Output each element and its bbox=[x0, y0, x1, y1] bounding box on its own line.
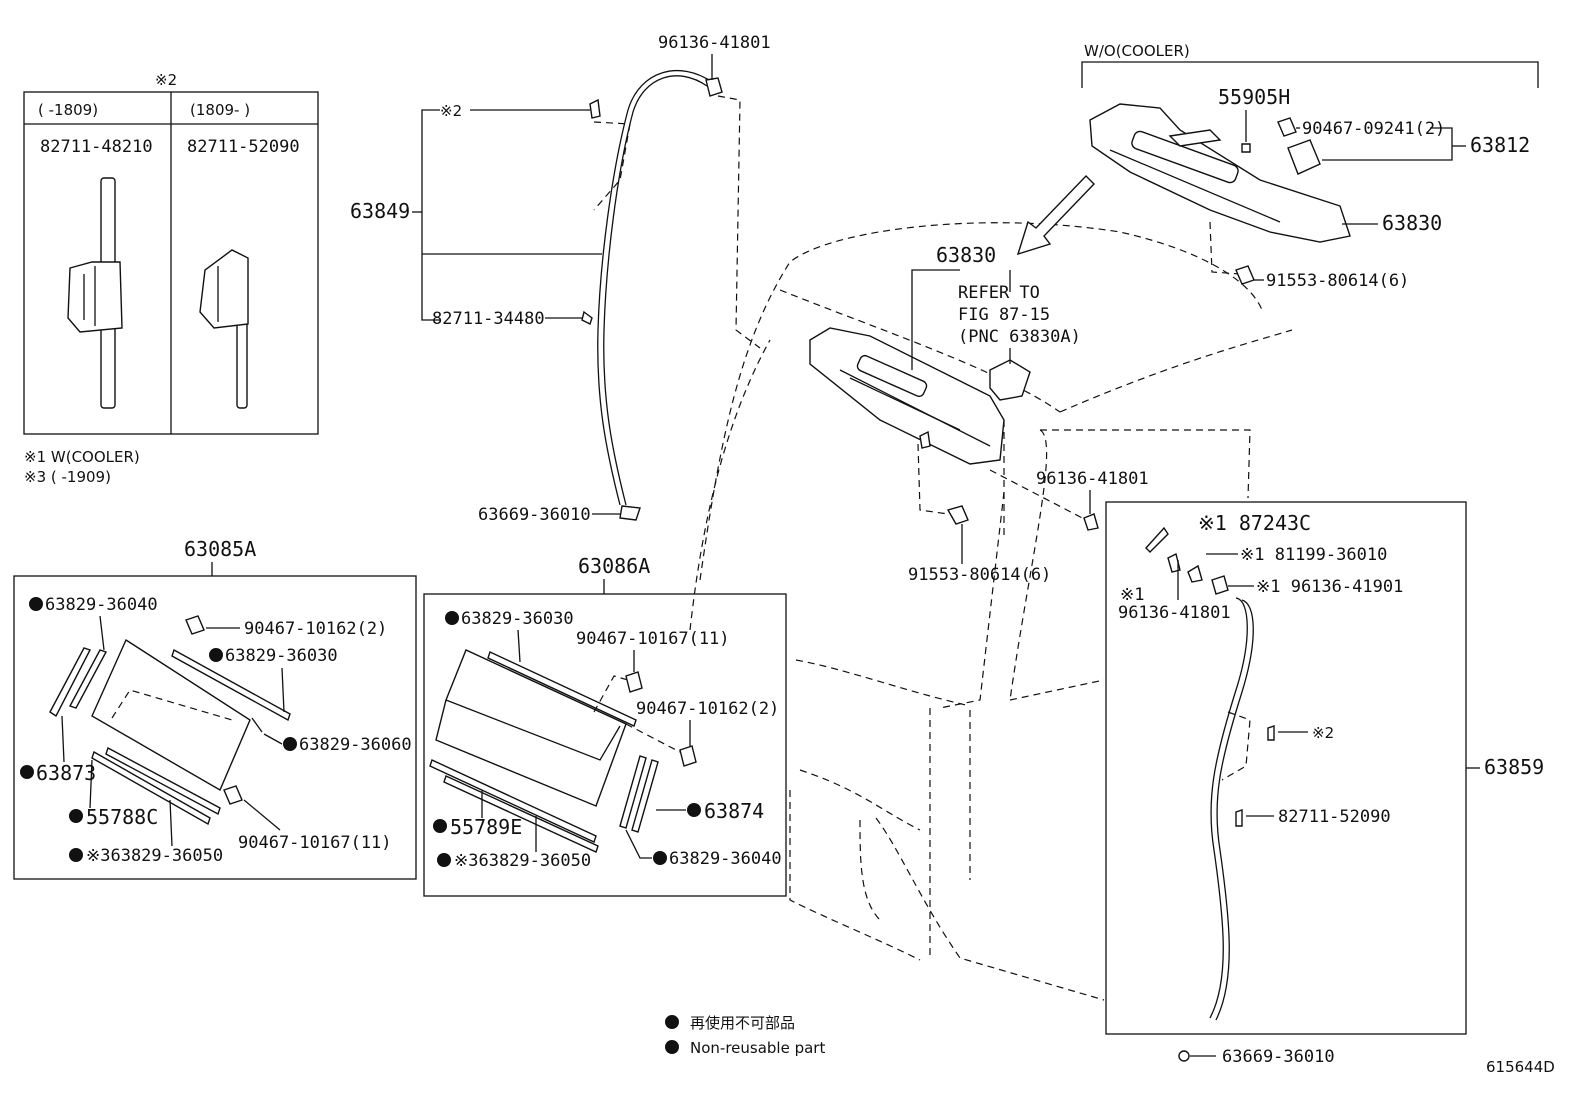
label-a-90467-10162: 90467-10162(2) bbox=[244, 619, 387, 639]
label-82711-34480: 82711-34480 bbox=[432, 309, 545, 329]
label-55905H: 55905H bbox=[1218, 85, 1290, 109]
footnote-3: ※3 ( -1909) bbox=[24, 468, 111, 486]
refer-note-line3: (PNC 63830A) bbox=[958, 327, 1081, 347]
inset-title: ※2 bbox=[155, 71, 177, 89]
label-a-63829-36060: 63829-36060 bbox=[299, 735, 412, 755]
label-b-63829-36040: 63829-36040 bbox=[669, 849, 782, 869]
label-a-63829-36040: 63829-36040 bbox=[45, 595, 158, 615]
inset-col1-range: ( -1809) bbox=[38, 101, 98, 119]
inset-col1-part: 82711-48210 bbox=[40, 137, 153, 157]
label-a-63829-36030: 63829-36030 bbox=[225, 646, 338, 666]
legend: 再使用不可部品 Non-reusable part bbox=[665, 1014, 825, 1057]
spoiler-63830-right bbox=[1089, 103, 1351, 275]
label-a-63873: 63873 bbox=[36, 761, 96, 785]
inset-table: ※2 ( -1809) (1809- ) 82711-48210 82711-5… bbox=[23, 71, 319, 435]
label-63812: 63812 bbox=[1470, 133, 1530, 157]
box-63086A bbox=[423, 593, 787, 897]
spoiler-63830-center bbox=[809, 327, 1099, 531]
footnote-1: ※1 W(COOLER) bbox=[24, 448, 140, 466]
label-63849: 63849 bbox=[350, 199, 410, 223]
vehicle-body bbox=[689, 222, 1293, 1001]
label-note2-right: ※2 bbox=[1312, 724, 1334, 742]
label-82711-52090: 82711-52090 bbox=[1278, 807, 1391, 827]
label-90467-09241: 90467-09241(2) bbox=[1302, 119, 1445, 139]
label-96136-mid: 96136-41801 bbox=[1036, 469, 1149, 489]
direction-arrow bbox=[1016, 175, 1095, 256]
box-63085A bbox=[13, 575, 417, 880]
label-81199: ※1 81199-36010 bbox=[1240, 545, 1387, 565]
label-96136-box-a: ※1 bbox=[1120, 585, 1144, 605]
label-91553-right: 91553-80614(6) bbox=[1266, 271, 1409, 291]
label-wo-cooler: W/O(COOLER) bbox=[1084, 42, 1190, 60]
label-63830-mid: 63830 bbox=[936, 243, 996, 267]
label-63669-bottom: 63669-36010 bbox=[1222, 1047, 1335, 1067]
legend-jp: 再使用不可部品 bbox=[690, 1014, 795, 1032]
inset-col2-part: 82711-52090 bbox=[187, 137, 300, 157]
label-a-63829-36050: ※363829-36050 bbox=[86, 846, 223, 866]
label-87243C: ※1 87243C bbox=[1198, 511, 1311, 535]
label-63830-right: 63830 bbox=[1382, 211, 1442, 235]
label-96136-box-b: 96136-41801 bbox=[1118, 603, 1231, 623]
label-note2-left: ※2 bbox=[440, 102, 462, 120]
label-63669-left: 63669-36010 bbox=[478, 505, 591, 525]
legend-en: Non-reusable part bbox=[690, 1039, 825, 1057]
cooler-clip-63812 bbox=[1235, 117, 1321, 285]
label-b-63829-36030: 63829-36030 bbox=[461, 609, 574, 629]
label-b-90467-10167: 90467-10167(11) bbox=[576, 629, 730, 649]
label-96136-top: 96136-41801 bbox=[658, 33, 771, 53]
clip-48210-drawing bbox=[67, 177, 123, 409]
label-a-55788C: 55788C bbox=[86, 805, 158, 829]
label-b-63874: 63874 bbox=[704, 799, 764, 823]
refer-note-line2: FIG 87-15 bbox=[958, 305, 1050, 325]
label-63859: 63859 bbox=[1484, 755, 1544, 779]
label-b-63829-36050: ※363829-36050 bbox=[454, 851, 591, 871]
refer-note-line1: REFER TO bbox=[958, 283, 1040, 303]
label-63085A: 63085A bbox=[184, 537, 256, 561]
label-63086A: 63086A bbox=[578, 554, 650, 578]
inset-col2-range: (1809- ) bbox=[190, 101, 250, 119]
diagram-id: 615644D bbox=[1486, 1058, 1555, 1076]
label-a-90467-10167: 90467-10167(11) bbox=[238, 833, 392, 853]
label-b-90467-10162: 90467-10162(2) bbox=[636, 699, 779, 719]
label-96136-41901: ※1 96136-41901 bbox=[1256, 577, 1403, 597]
washer-hose-63849 bbox=[581, 69, 761, 521]
label-91553-mid: 91553-80614(6) bbox=[908, 565, 1051, 585]
clip-52090-drawing bbox=[199, 249, 249, 409]
label-b-55789E: 55789E bbox=[450, 815, 522, 839]
